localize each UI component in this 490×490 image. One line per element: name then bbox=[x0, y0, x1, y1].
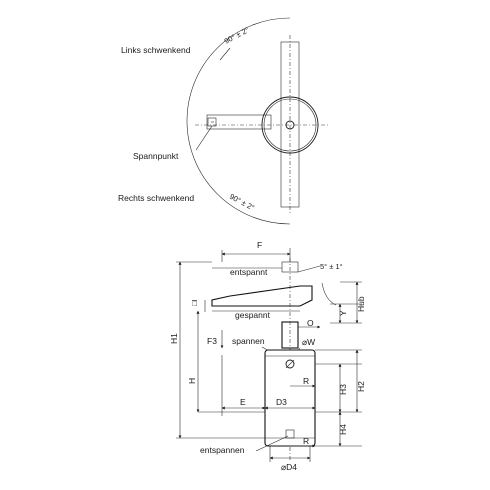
dim-O: O bbox=[307, 318, 314, 328]
arm-tip-arc bbox=[321, 282, 337, 306]
angle-bottom-text: 90° ± 2° bbox=[228, 192, 256, 213]
dim-H1: H1 bbox=[169, 333, 179, 344]
angle-top-leader bbox=[219, 47, 231, 61]
dim-Y: Y bbox=[338, 310, 348, 316]
dim-E: E bbox=[240, 397, 246, 407]
dim-F: F bbox=[257, 240, 262, 250]
state-entspannt: entspannt bbox=[230, 267, 268, 277]
entspannen-leader bbox=[255, 435, 289, 452]
dim-D4: ⌀D4 bbox=[281, 462, 297, 472]
dim-R-top: R bbox=[303, 376, 309, 386]
top-view: Links schwenkend 90° ± 2° Spannpunkt Rec… bbox=[118, 17, 330, 225]
state-gespannt: gespannt bbox=[235, 310, 271, 320]
label-links-schwenkend: Links schwenkend bbox=[121, 45, 191, 55]
force-F3: F3 bbox=[207, 336, 217, 346]
dim-W: ⌀W bbox=[302, 337, 315, 347]
port-entspannen bbox=[285, 429, 295, 439]
dim-D3: D3 bbox=[276, 397, 287, 407]
piston-rod bbox=[281, 321, 299, 349]
angle-tilt: 5° ± 1° bbox=[320, 262, 343, 271]
dim-Hub: Hub bbox=[356, 296, 366, 312]
label-rechts-schwenkend: Rechts schwenkend bbox=[118, 193, 194, 203]
side-view: F entspannt 5° ± 1° gespannt □I Hub Y O … bbox=[169, 240, 366, 472]
label-spannen: spannen bbox=[232, 336, 265, 346]
dim-H2: H2 bbox=[356, 381, 366, 392]
clamp-arm bbox=[211, 285, 313, 307]
swing-arc bbox=[186, 17, 291, 225]
label-spannpunkt: Spannpunkt bbox=[133, 151, 179, 161]
dim-square: □I bbox=[190, 299, 199, 306]
dim-H: H bbox=[187, 378, 197, 384]
horizontal-arm bbox=[206, 114, 272, 130]
angle-top-text: 90° ± 2° bbox=[223, 25, 251, 46]
dim-R-bottom: R bbox=[303, 436, 309, 446]
label-entspannen: entspannen bbox=[200, 445, 245, 455]
dim-H4: H4 bbox=[338, 424, 348, 435]
dim-H3: H3 bbox=[338, 384, 348, 395]
port-spannen bbox=[285, 359, 295, 369]
spannpunkt-leader bbox=[195, 125, 213, 151]
